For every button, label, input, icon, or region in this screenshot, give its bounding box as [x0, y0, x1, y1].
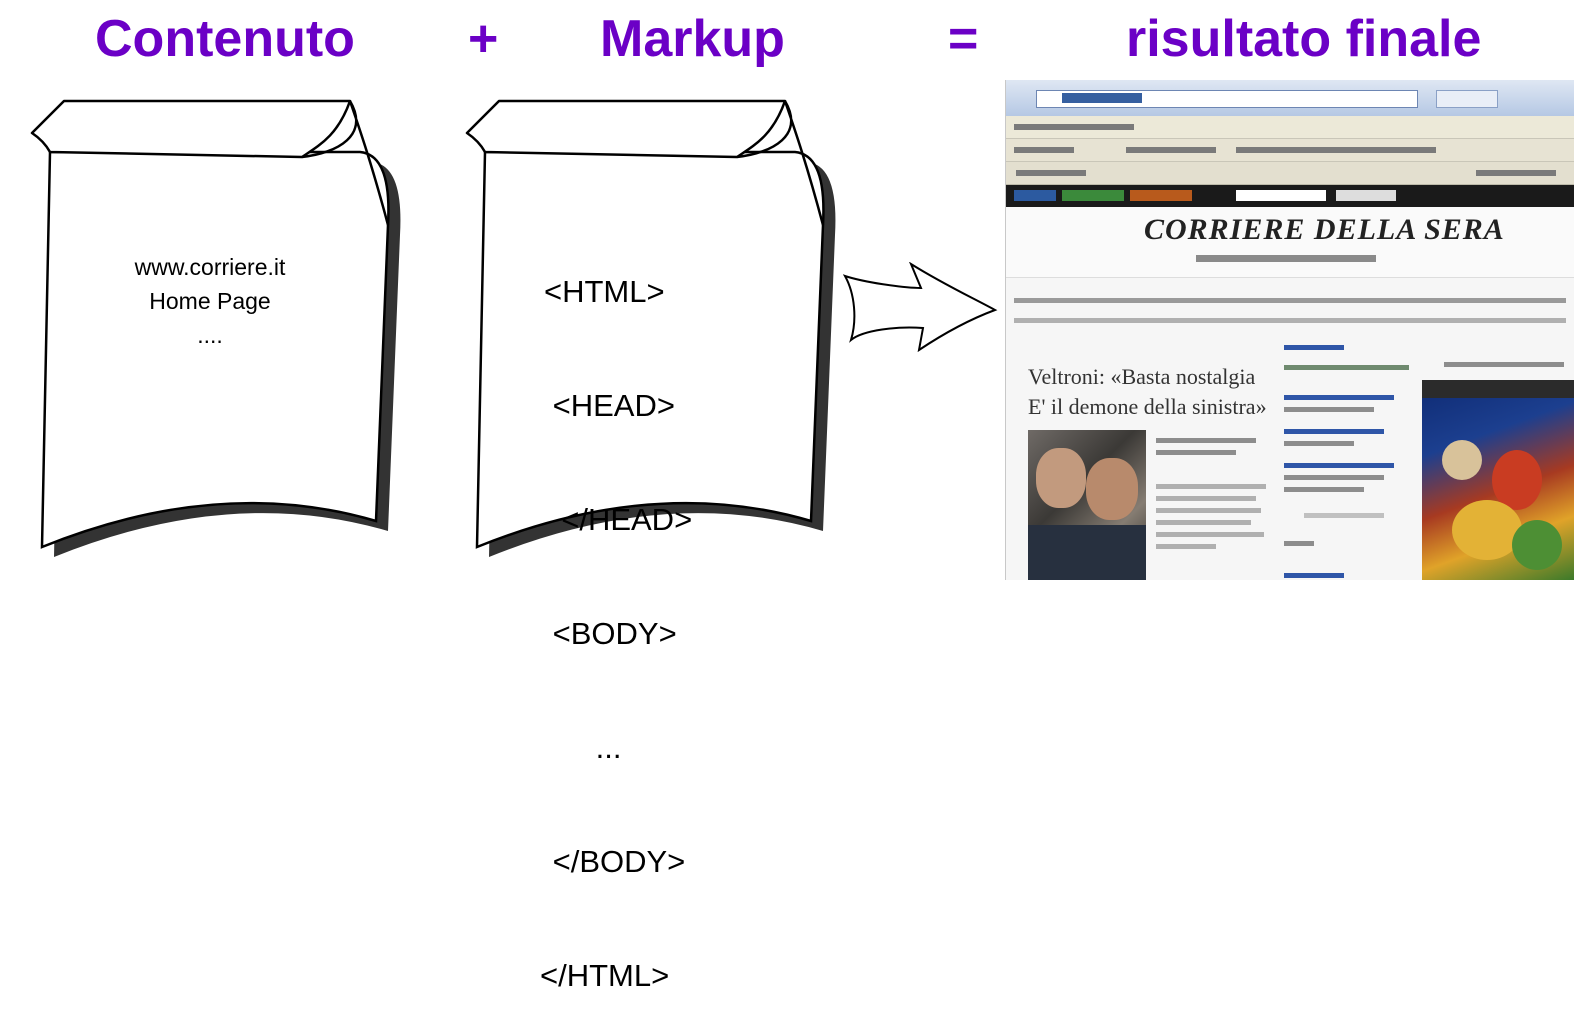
- markup-line-head-close: </HEAD>: [544, 502, 693, 537]
- site-headline: Veltroni: «Basta nostalgia E' il demone …: [1028, 364, 1267, 419]
- news-photo-2: [1422, 380, 1574, 580]
- browser-toolbar: [1006, 139, 1574, 162]
- content-line-url: www.corriere.it: [134, 254, 286, 280]
- browser-menu-bar: [1006, 116, 1574, 139]
- heading-plus: +: [468, 10, 499, 68]
- heading-equals: =: [948, 10, 979, 68]
- markup-line-head-open: <HEAD>: [544, 388, 675, 423]
- markup-scroll: [465, 99, 836, 557]
- markup-line-html-close: </HTML>: [540, 958, 670, 993]
- heading-markup: Markup: [600, 10, 785, 68]
- news-column: [1284, 345, 1414, 580]
- markup-line-body-close: </BODY>: [544, 844, 686, 879]
- content-line-homepage: Home Page: [149, 288, 271, 314]
- content-scroll: [30, 99, 401, 557]
- result-arrow-icon: [843, 262, 998, 352]
- site-nav: [1006, 185, 1574, 207]
- heading-content: Contenuto: [95, 10, 355, 68]
- result-screenshot: CORRIERE DELLA SERA Veltroni: «Basta nos…: [1005, 80, 1574, 580]
- content-line-ellipsis: ....: [197, 322, 223, 348]
- news-photo: [1028, 430, 1146, 580]
- site-masthead: CORRIERE DELLA SERA: [1006, 207, 1574, 278]
- heading-result: risultato finale: [1126, 10, 1482, 68]
- markup-line-ellipsis: ...: [544, 730, 622, 765]
- content-text: www.corriere.it Home Page ....: [85, 250, 335, 352]
- markup-line-body-open: <BODY>: [544, 616, 677, 651]
- markup-text: <HTML> <HEAD> </HEAD> <BODY> ... </BODY>…: [540, 197, 750, 1033]
- browser-tab-bar: [1006, 162, 1574, 185]
- browser-address-bar: [1006, 80, 1574, 116]
- markup-line-html-open: <HTML>: [544, 274, 665, 309]
- site-logo: CORRIERE DELLA SERA: [1144, 213, 1505, 246]
